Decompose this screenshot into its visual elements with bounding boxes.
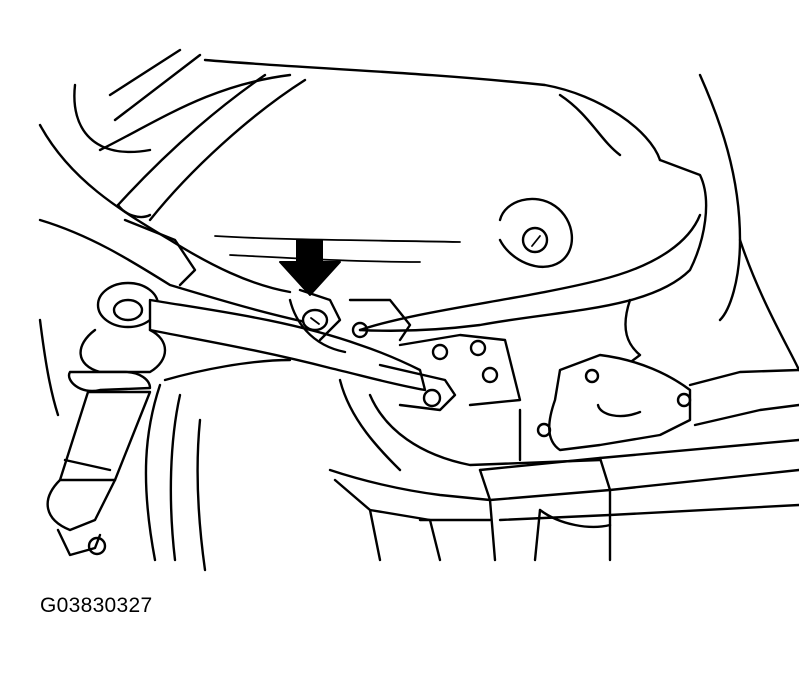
figure-code: G03830327 xyxy=(40,594,153,617)
control-arm xyxy=(38,48,457,412)
crossmember xyxy=(328,438,799,562)
upper-housing xyxy=(73,58,799,372)
arrow-down-icon xyxy=(279,239,341,296)
center-bracket xyxy=(288,288,602,472)
diagram-canvas xyxy=(38,48,799,572)
right-mount xyxy=(518,353,799,462)
strut-assembly xyxy=(38,318,292,572)
